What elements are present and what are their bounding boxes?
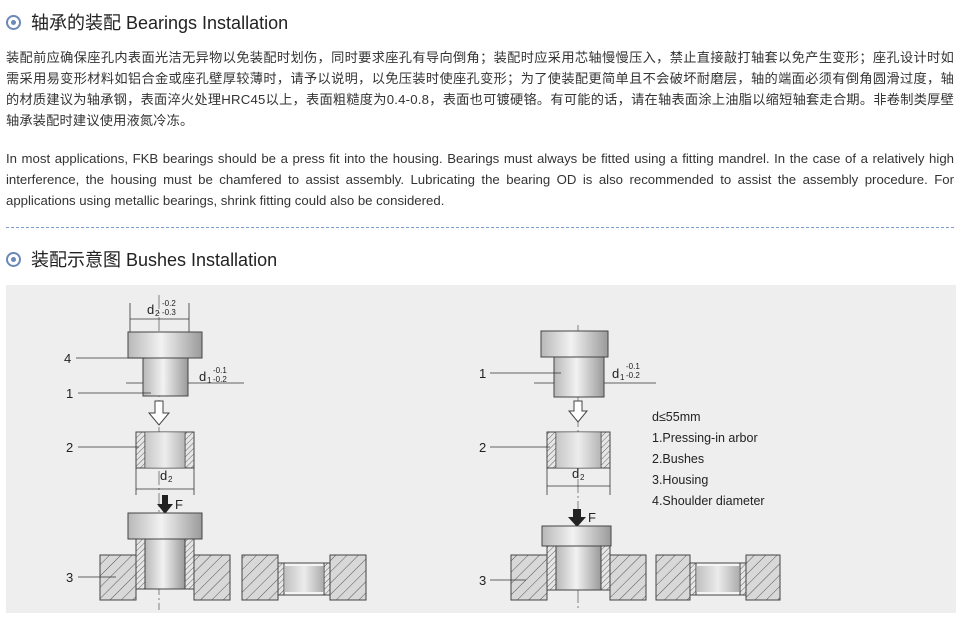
right-down-arrow-icon: [567, 400, 589, 423]
right-callout-1: 1: [479, 366, 486, 381]
legend-item-3: 3.Housing: [652, 473, 708, 487]
shoulder-part: [127, 331, 203, 359]
housing-result-right: [329, 554, 367, 601]
section-title-bushes-installation: 装配示意图 Bushes Installation: [6, 246, 277, 272]
force-arrow-icon: [157, 495, 173, 514]
legend-item-1: 1.Pressing-in arbor: [652, 431, 758, 445]
section-title-text: 轴承的装配 Bearings Installation: [31, 13, 289, 33]
bush-d2-subscript: 2: [168, 475, 173, 484]
right-callout-3: 3: [479, 573, 486, 588]
dashed-divider: [6, 227, 954, 228]
section-title-text: 装配示意图 Bushes Installation: [31, 250, 278, 270]
circle-bullet-icon: [6, 14, 21, 30]
legend-item-2: 2.Bushes: [652, 452, 704, 466]
right-d1-subscript: 1: [620, 373, 625, 382]
right-d1-tol-lower: -0.2: [626, 371, 640, 380]
d2-tol-lower: -0.3: [162, 308, 176, 317]
d1-tol-upper: -0.1: [213, 366, 227, 375]
housing-right-wall: [193, 554, 231, 601]
d1-subscript: 1: [207, 376, 212, 385]
right-bush-d2-subscript: 2: [580, 473, 585, 482]
circle-bullet-icon: [6, 251, 21, 267]
right-callout-2: 2: [479, 440, 486, 455]
d1-label: d: [199, 369, 206, 384]
d1-tol-lower: -0.2: [213, 375, 227, 384]
installation-diagram-panel: d 2 -0.2 -0.3 d 1 -0.1 -0.2 4 1 2 d: [6, 285, 956, 613]
d2-tol-upper: -0.2: [162, 299, 176, 308]
english-installation-paragraph: In most applications, FKB bearings shoul…: [6, 151, 954, 208]
legend-size-note: d≤55mm: [652, 410, 701, 424]
installation-diagram: d 2 -0.2 -0.3 d 1 -0.1 -0.2 4 1 2 d: [64, 295, 781, 610]
legend-item-4: 4.Shoulder diameter: [652, 494, 765, 508]
down-arrow-icon: [147, 400, 171, 426]
callout-3: 3: [66, 570, 73, 585]
right-d1-label: d: [612, 366, 619, 381]
right-bush-d2-label: d: [572, 466, 579, 481]
right-arbor-head: [540, 330, 609, 358]
housing-result-left: [241, 554, 279, 601]
d2-subscript: 2: [155, 309, 160, 318]
right-d1-tol-upper: -0.1: [626, 362, 640, 371]
diagram-legend: d≤55mm 1.Pressing-in arbor 2.Bushes 3.Ho…: [652, 410, 765, 508]
callout-4: 4: [64, 351, 71, 366]
callout-1: 1: [66, 386, 73, 401]
bush-d2-label: d: [160, 468, 167, 483]
right-pressing-arbor: [553, 356, 605, 398]
section-title-bearings-installation: 轴承的装配 Bearings Installation: [6, 9, 288, 35]
right-force-arrow-icon: [568, 509, 586, 527]
callout-2: 2: [66, 440, 73, 455]
housing-left-wall: [99, 554, 137, 601]
right-assembly: d 1 -0.1 -0.2 1 2 d 2 F 3: [479, 325, 781, 610]
force-label: F: [175, 497, 183, 512]
left-assembly: d 2 -0.2 -0.3 d 1 -0.1 -0.2 4 1 2 d: [64, 295, 367, 610]
d2-label: d: [147, 302, 154, 317]
chinese-installation-paragraph: 装配前应确保座孔内表面光洁无异物以免装配时划伤，同时要求座孔有导向倒角；装配时应…: [6, 50, 954, 128]
right-force-label: F: [588, 510, 596, 525]
pressing-arbor-part: [142, 357, 189, 397]
